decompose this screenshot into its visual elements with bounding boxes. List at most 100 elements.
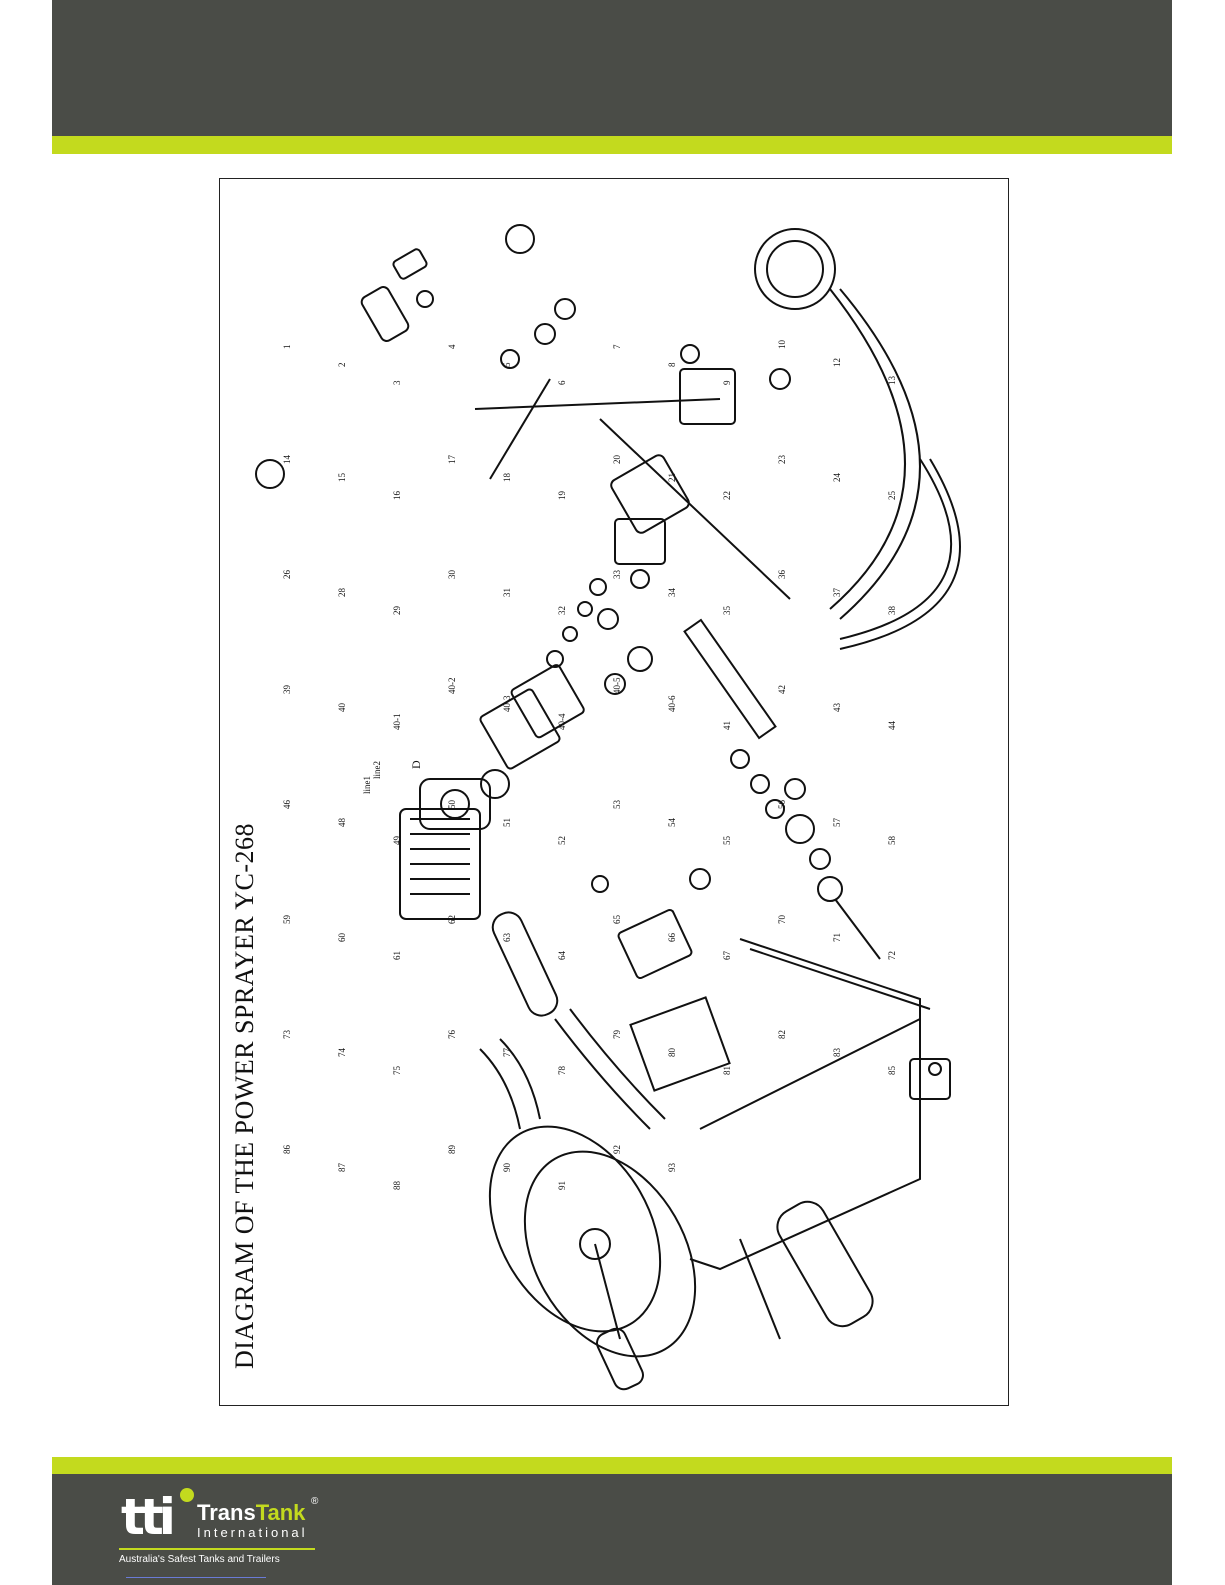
part-number-label: 9 [722,380,732,385]
discharge-assembly-drawing [255,224,836,600]
part-number-label: 58 [887,836,897,846]
part-number-label: 46 [282,800,292,810]
part-number-label: 89 [447,1145,457,1155]
part-number-label: 55 [722,836,732,846]
part-number-label: 38 [887,606,897,616]
part-number-label: 61 [392,951,402,960]
part-number-label: 59 [282,915,292,925]
header-accent-stripe [52,136,1172,154]
part-number-label: 30 [447,570,457,580]
exploded-diagram: 1234567891012131415161718192021222324252… [255,224,961,1391]
part-number-label: 81 [722,1066,732,1075]
part-number-label: 49 [392,836,402,846]
part-number-label: 28 [337,588,347,598]
part-number-label: 62 [447,915,457,924]
part-number-label: 22 [722,491,732,500]
logo-dot-icon [180,1488,194,1502]
part-number-label: 1 [282,345,292,350]
link-underline [126,1577,266,1578]
part-number-label: 5 [502,362,512,367]
part-number-label: 50 [447,800,457,810]
part-number-label: 79 [612,1030,622,1040]
part-number-label: 14 [282,455,292,465]
part-number-label: 18 [502,473,512,483]
part-number-label: 24 [832,473,842,483]
part-number-label: 51 [502,818,512,827]
part-number-label: 80 [667,1048,677,1058]
part-number-label: 21 [667,473,677,482]
part-number-label: 64 [557,951,567,961]
header-band [52,0,1172,136]
part-number-label: 53 [612,800,622,810]
part-number-label: 83 [832,1048,842,1058]
part-number-label: 36 [777,570,787,580]
part-number-label: 82 [777,1030,787,1039]
footer-band [52,1474,1172,1585]
part-number-label: 25 [887,491,897,501]
registered-mark: ® [311,1496,319,1507]
engine-label: line2 [372,761,382,779]
part-number-label: 20 [612,455,622,465]
part-number-label: 60 [337,933,347,943]
part-number-label: 66 [667,933,677,943]
part-number-label: 40-3 [502,695,512,712]
part-number-label: 65 [612,915,622,925]
part-number-label: 32 [557,606,567,615]
part-number-label: 8 [667,362,677,367]
part-number-label: 34 [667,588,677,598]
diagram-title: DIAGRAM OF THE POWER SPRAYER YC-268 [230,823,259,1369]
brand-tagline: Australia's Safest Tanks and Trailers [119,1554,280,1565]
part-number-label: 40-5 [612,677,622,694]
brand-name-part2: Tank [255,1500,306,1525]
part-number-label: 73 [282,1030,292,1040]
part-number-label: 74 [337,1048,347,1058]
part-number-label: 26 [282,570,292,580]
pump-shaft-drawing [479,454,690,799]
part-number-label: 7 [612,344,622,349]
company-logo: tti TransTank ® International Australia'… [115,1484,375,1580]
part-number-label: 33 [612,570,622,580]
part-number-label: 31 [502,588,512,597]
part-number-label: 16 [392,491,402,501]
part-number-label: 40-4 [557,713,567,730]
part-number-label: 17 [447,455,457,465]
hose-drawing [829,288,961,650]
part-number-label: 88 [392,1181,402,1191]
part-number-label: 71 [832,933,842,942]
part-number-label: 15 [337,473,347,483]
hose-reel-drawing [479,1038,697,1391]
part-number-label: 6 [557,380,567,385]
valve-drawing [591,868,711,980]
part-number-label: 40 [337,703,347,713]
part-number-label: 90 [502,1163,512,1173]
part-number-label: 75 [392,1066,402,1076]
logo-divider [119,1548,315,1550]
part-number-label: 40-1 [392,714,402,731]
part-number-label: 4 [447,344,457,349]
part-number-label: 35 [722,606,732,616]
part-number-label: 48 [337,818,347,828]
part-number-label: 19 [557,491,567,501]
part-number-label: 39 [282,685,292,695]
lower-pump-drawing [683,618,881,960]
part-number-label: 12 [832,358,842,367]
part-number-label: 78 [557,1066,567,1076]
part-number-label: 72 [887,951,897,960]
engine-label: D [409,760,423,769]
engine-drawing [399,778,491,920]
part-number-label: 93 [667,1163,677,1173]
part-number-label: 43 [832,703,842,713]
part-number-label: 77 [502,1048,512,1058]
part-number-label: 63 [502,933,512,943]
brand-name: TransTank [197,1502,305,1524]
part-number-label: 85 [887,1066,897,1076]
part-number-label: 23 [777,455,787,465]
part-number-label: 10 [777,340,787,350]
part-number-label: 70 [777,915,787,925]
part-number-label: 13 [887,376,897,386]
part-number-label: 3 [392,380,402,385]
part-number-label: 44 [887,721,897,731]
part-number-label: 52 [557,836,567,845]
part-number-label: 87 [337,1163,347,1173]
